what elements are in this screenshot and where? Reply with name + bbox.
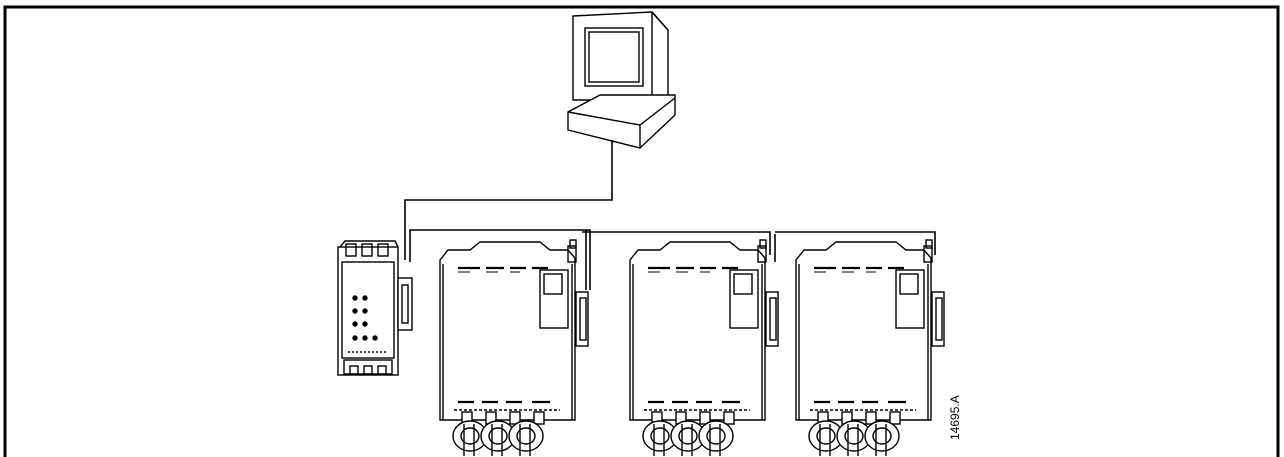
cable-gateway-to-starter-1 (409, 229, 587, 290)
soft-starter-2-icon (628, 238, 780, 457)
figure-border (3, 5, 1280, 457)
cable-starter-1-to-starter-2 (582, 231, 771, 255)
soft-starter-1-icon (438, 238, 590, 457)
figure-reference-code: 14695.A (948, 395, 962, 440)
cable-starter-2-to-starter-3 (775, 231, 936, 255)
cable-pc-to-gateway (404, 140, 613, 260)
network-cables (404, 140, 936, 290)
soft-starter-3-icon (794, 238, 946, 457)
computer-icon (567, 11, 676, 149)
communication-module-icon (337, 240, 413, 376)
